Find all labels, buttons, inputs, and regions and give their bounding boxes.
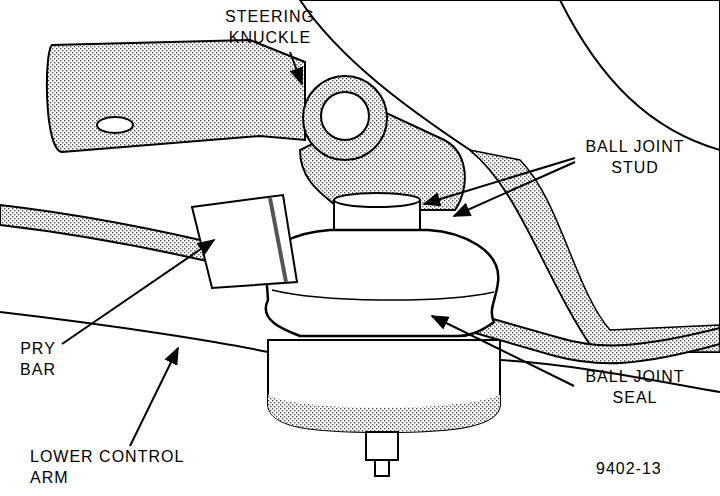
leader-line xyxy=(62,240,214,344)
knuckle-boss xyxy=(303,76,387,160)
housing-shade xyxy=(268,395,500,432)
housing-stud-end xyxy=(375,460,389,476)
pry-bar xyxy=(192,195,297,288)
part-label: LOWER CONTROL ARM xyxy=(30,446,205,488)
leader-line xyxy=(432,316,574,386)
ball-joint-housing xyxy=(268,340,500,432)
figure-number: 9402-13 xyxy=(596,458,662,479)
pry-bar-edge xyxy=(270,198,286,282)
part-label: STEERING KNUCKLE xyxy=(205,6,335,48)
knuckle-arm xyxy=(47,40,305,152)
seal-fold xyxy=(272,290,494,300)
knuckle-bore xyxy=(321,92,369,140)
leader-line xyxy=(290,52,302,84)
part-label: PRY BAR xyxy=(8,338,68,380)
stud-top xyxy=(334,193,420,207)
part-label: BALL JOINT SEAL xyxy=(570,366,700,408)
housing-nut xyxy=(366,432,398,460)
leader-line xyxy=(454,162,575,216)
knuckle-hole xyxy=(97,117,133,133)
spindle-shading xyxy=(470,150,720,352)
leader-line xyxy=(130,348,178,446)
leader-line xyxy=(424,158,575,204)
ball-joint-seal xyxy=(265,230,498,336)
spindle-edge xyxy=(560,0,720,150)
part-label: BALL JOINT STUD xyxy=(570,136,700,178)
